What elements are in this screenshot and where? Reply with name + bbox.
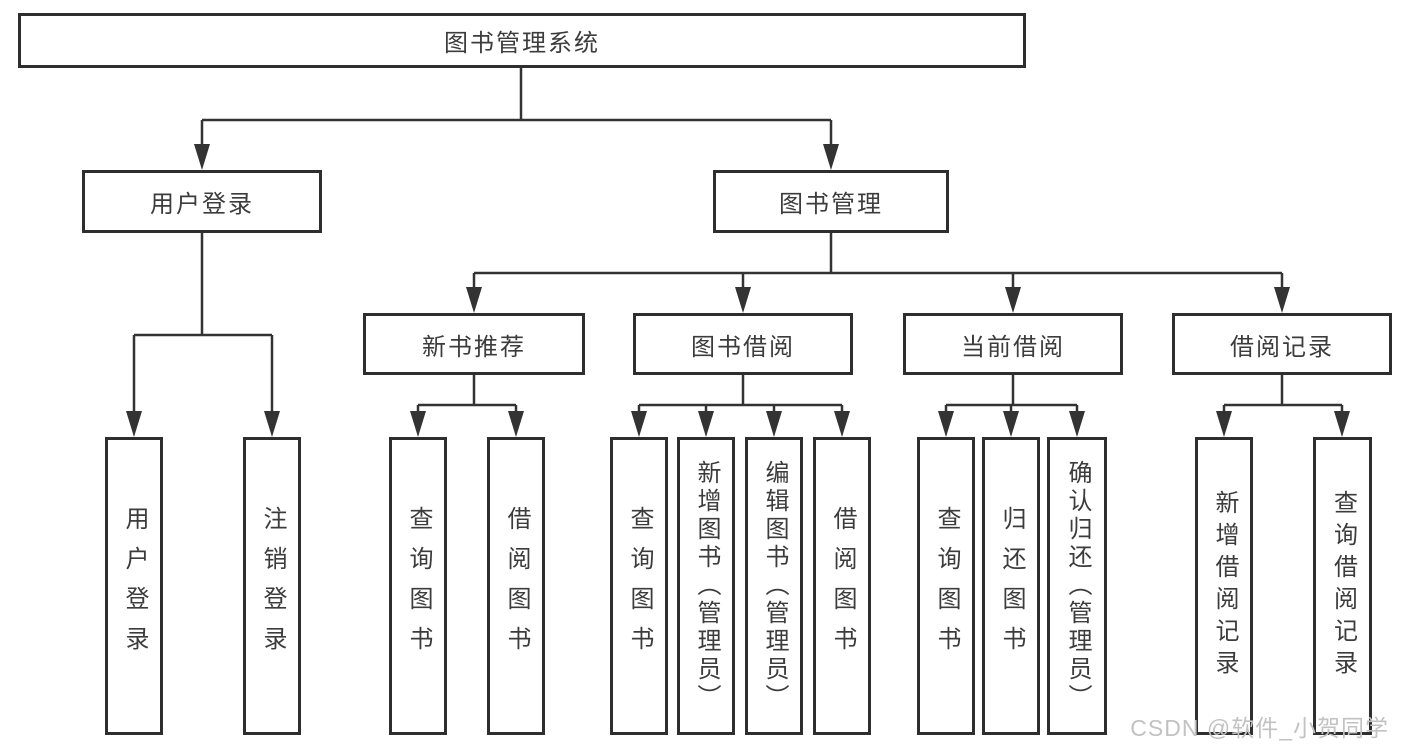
leaf-query-books-current: 查询图书 [917,437,975,735]
arrowhead-icon [126,411,142,437]
node-book-management: 图书管理 [713,170,949,233]
node-new-book-recommend: 新书推荐 [363,313,585,375]
arrowhead-icon [508,411,524,437]
node-label: 查询借阅记录 [1329,490,1357,682]
arrowhead-icon [1274,287,1290,313]
node-label: 注销登录 [259,506,286,666]
node-label: 查询图书 [933,506,960,666]
node-label: 编辑图书（管理员） [761,460,788,712]
arrowhead-icon [823,144,839,170]
node-label: 用户登录 [121,506,148,666]
node-label: 借阅图书 [503,506,530,666]
arrowhead-icon [264,411,280,437]
edge-userlogin-to-leaves [132,233,274,416]
node-label: 确认归还（管理员） [1064,460,1091,712]
node-label: 查询图书 [405,506,432,666]
arrowhead-icon [766,411,782,437]
edge-current-to-leaves [944,375,1079,416]
leaf-logout: 注销登录 [243,437,301,735]
node-label: 当前借阅 [961,333,1065,361]
arrowhead-icon [631,411,647,437]
node-label: 图书管理 [779,191,883,218]
arrowhead-icon [410,411,426,437]
arrowhead-icon [1069,411,1085,437]
edge-records-to-leaves [1222,375,1344,416]
arrowhead-icon [834,411,850,437]
leaf-query-borrow-record: 查询借阅记录 [1313,437,1372,735]
node-current-borrowing: 当前借阅 [903,313,1123,375]
arrowhead-icon [938,411,954,437]
leaf-user-login: 用户登录 [105,437,163,735]
watermark: CSDN @软件_小贺同学 [1130,715,1389,741]
arrowhead-icon [1005,287,1021,313]
arrowhead-icon [1003,411,1019,437]
leaf-query-books-recommend: 查询图书 [389,437,447,735]
arrowhead-icon [1334,411,1350,437]
arrowhead-icon [466,287,482,313]
node-book-management-system: 图书管理系统 [18,13,1026,68]
leaf-confirm-return-admin: 确认归还（管理员） [1047,437,1107,735]
node-label: 新增图书（管理员） [693,460,720,712]
arrowhead-icon [194,144,210,170]
node-label: 查询图书 [626,506,653,666]
node-label: 图书借阅 [691,333,795,361]
leaf-borrow-books-recommend: 借阅图书 [487,437,545,735]
edge-bookmgmt-to-level3 [472,233,1284,292]
node-label: 新书推荐 [422,333,526,361]
arrowhead-icon [698,411,714,437]
node-book-borrowing: 图书借阅 [633,313,853,375]
leaf-query-books-borrowing: 查询图书 [610,437,668,735]
edge-root-to-level2 [200,68,833,150]
node-label: 用户登录 [150,191,254,218]
leaf-borrow-books-borrowing: 借阅图书 [813,437,871,735]
arrowhead-icon [735,287,751,313]
node-label: 新增借阅记录 [1211,490,1238,682]
leaf-add-borrow-record: 新增借阅记录 [1195,437,1253,735]
leaf-return-books: 归还图书 [982,437,1040,735]
node-user-login: 用户登录 [82,170,322,233]
node-label: 归还图书 [998,506,1025,666]
node-label: 图书管理系统 [444,30,600,57]
leaf-add-books-admin: 新增图书（管理员） [677,437,735,735]
arrowhead-icon [1216,411,1232,437]
node-label: 借阅图书 [829,506,856,666]
leaf-edit-books-admin: 编辑图书（管理员） [745,437,803,735]
node-borrowing-records: 借阅记录 [1172,313,1392,375]
edge-borrow-to-leaves [637,375,844,416]
edge-rec-to-leaves [416,375,518,416]
node-label: 借阅记录 [1230,333,1334,361]
